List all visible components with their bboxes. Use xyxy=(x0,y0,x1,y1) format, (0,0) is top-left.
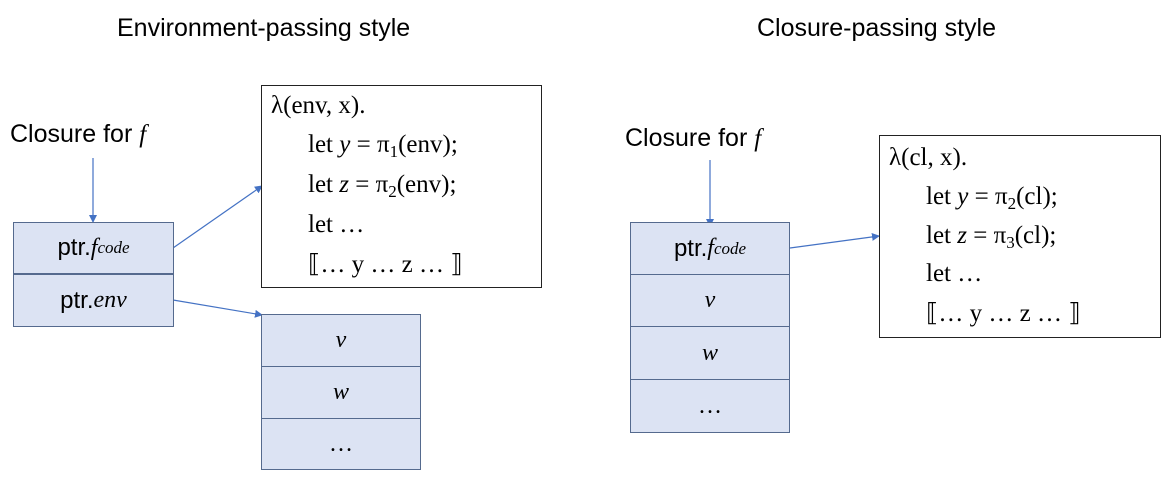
left-code-var: f xyxy=(90,234,98,261)
left-title: Environment-passing style xyxy=(117,14,411,42)
right-closure-cell: w xyxy=(630,326,790,380)
left-code-line2: let z = π2(env); xyxy=(308,171,457,201)
left-code-line1: let y = π1(env); xyxy=(308,131,458,161)
left-closure-env-pointer: ptr. env xyxy=(13,274,174,327)
right-code-line2: let z = π3(cl); xyxy=(926,222,1057,252)
left-code-box: λ(env, x). let y = π1(env); let z = π2(e… xyxy=(261,85,542,288)
right-code-box: λ(cl, x). let y = π2(cl); let z = π3(cl)… xyxy=(879,135,1161,338)
left-env-var: env xyxy=(93,287,127,313)
left-env-cell: v xyxy=(261,314,421,367)
right-code-var: f xyxy=(707,235,714,261)
right-code-prefix: ptr. xyxy=(673,234,708,262)
right-closure-label-var: f xyxy=(754,125,762,152)
right-title: Closure-passing style xyxy=(757,14,996,42)
left-code-line4: ⟦… y … z … ⟧ xyxy=(308,251,463,278)
right-code-line1: let y = π2(cl); xyxy=(926,183,1058,213)
arrow-left-code-to-lambda xyxy=(172,185,263,249)
left-code-line3: let … xyxy=(308,211,365,238)
right-code-sub: code xyxy=(713,238,747,258)
left-closure-label: Closure for f xyxy=(10,120,146,149)
left-env-cell: … xyxy=(261,418,421,470)
right-code-line4: ⟦… y … z … ⟧ xyxy=(926,300,1081,327)
left-env-cell: w xyxy=(261,366,421,419)
left-env-prefix: ptr. xyxy=(60,286,94,314)
right-closure-label: Closure for f xyxy=(625,124,761,153)
arrow-left-env-to-cells xyxy=(172,299,263,318)
right-closure-cell: … xyxy=(630,379,790,433)
left-closure-label-text: Closure for xyxy=(10,120,140,148)
arrow-right-code-to-lambda xyxy=(789,232,880,249)
right-closure-cell: v xyxy=(630,274,790,327)
right-code-line3: let … xyxy=(926,260,983,287)
left-code-header: λ(env, x). xyxy=(271,92,366,119)
left-code-prefix: ptr. xyxy=(57,234,91,261)
right-code-header: λ(cl, x). xyxy=(889,144,968,171)
right-closure-label-text: Closure for xyxy=(625,124,755,152)
left-closure-label-var: f xyxy=(139,121,147,148)
left-code-sub: code xyxy=(97,238,130,257)
